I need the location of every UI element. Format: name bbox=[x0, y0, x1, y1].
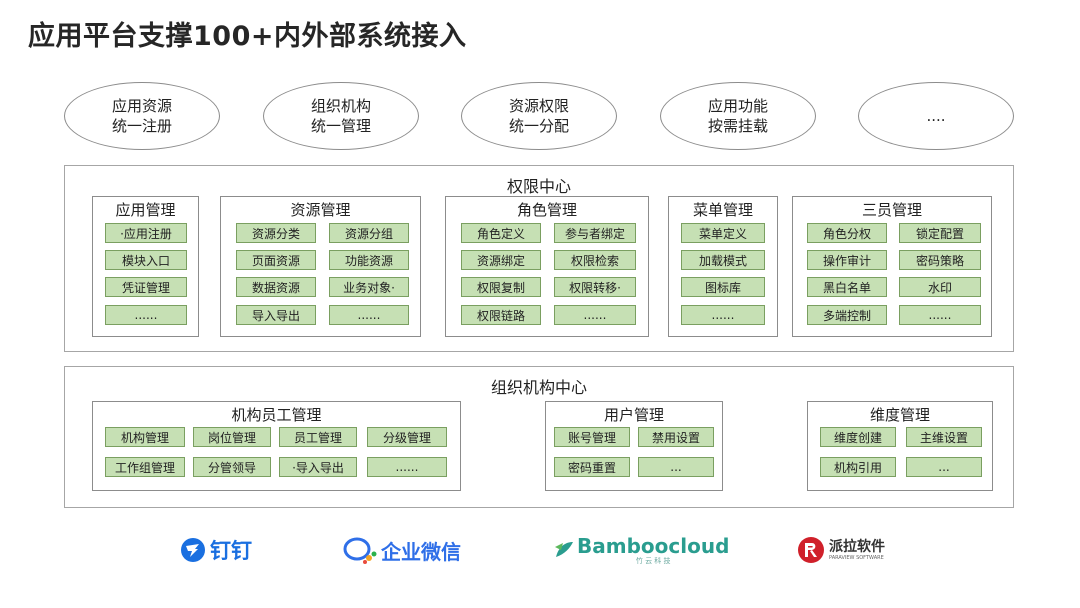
item-account-management: 账号管理 bbox=[554, 427, 630, 447]
item-org-management: 机构管理 bbox=[105, 427, 185, 447]
item-more: ...... bbox=[899, 305, 981, 325]
item-more: ... bbox=[638, 457, 714, 477]
group-resource-management: 资源管理 资源分类 资源分组 页面资源 功能资源 数据资源 业务对象· 导入导出… bbox=[220, 196, 421, 337]
ellipse-line2: 统一管理 bbox=[310, 117, 371, 135]
item-more: ... bbox=[906, 457, 982, 477]
logo-bamboocloud: Bamboocloud 竹 云 科 技 bbox=[553, 532, 729, 568]
page-title: 应用平台支撑100+内外部系统接入 bbox=[28, 21, 467, 52]
paila-text: 派拉软件 bbox=[829, 538, 885, 555]
ellipse-app-resource: 应用资源 统一注册 bbox=[64, 82, 220, 150]
item-watermark: 水印 bbox=[899, 277, 981, 297]
item-icon-library: 图标库 bbox=[681, 277, 765, 297]
bamboo-leaf-icon bbox=[555, 542, 573, 557]
group-title: 菜单管理 bbox=[692, 201, 753, 219]
paila-subtext: PARAVIEW SOFTWARE bbox=[829, 554, 884, 561]
logo-wecom: 企业微信 bbox=[343, 532, 461, 568]
ellipse-resource-permission: 资源权限 统一分配 bbox=[461, 82, 617, 150]
bamboocloud-text: Bamboocloud bbox=[577, 533, 730, 558]
item-more: ...... bbox=[367, 457, 447, 477]
item-black-white-list: 黑白名单 bbox=[807, 277, 887, 297]
item-app-register: ·应用注册 bbox=[105, 223, 187, 243]
item-operation-audit: 操作审计 bbox=[807, 250, 887, 270]
ellipse-line1: 资源权限 bbox=[508, 97, 569, 115]
item-resource-group: 资源分组 bbox=[329, 223, 409, 243]
ellipse-line1: 应用功能 bbox=[707, 97, 768, 115]
org-center-title: 组织机构中心 bbox=[490, 378, 587, 397]
item-workgroup-management: 工作组管理 bbox=[105, 457, 185, 477]
permission-center-panel: 权限中心 应用管理 ·应用注册 模块入口 凭证管理 ...... 资源管理 资源… bbox=[64, 165, 1014, 352]
item-dimension-create: 维度创建 bbox=[820, 427, 896, 447]
ellipse-line2: 按需挂载 bbox=[707, 117, 768, 135]
group-org-employee-management: 机构员工管理 机构管理 岗位管理 员工管理 分级管理 工作组管理 分管领导 ·导… bbox=[92, 401, 461, 491]
item-import-export: 导入导出 bbox=[236, 305, 316, 325]
group-role-management: 角色管理 角色定义 参与者绑定 资源绑定 权限检索 权限复制 权限转移· 权限链… bbox=[445, 196, 649, 337]
group-title: 三员管理 bbox=[861, 201, 922, 219]
group-menu-management: 菜单管理 菜单定义 加载模式 图标库 ...... bbox=[668, 196, 778, 337]
paila-icon bbox=[798, 537, 824, 563]
item-module-entry: 模块入口 bbox=[105, 250, 187, 270]
wecom-text: 企业微信 bbox=[381, 539, 461, 564]
ellipse-line1: 组织机构 bbox=[310, 97, 371, 115]
item-permission-chain: 权限链路 bbox=[461, 305, 541, 325]
ellipse-org: 组织机构 统一管理 bbox=[263, 82, 419, 150]
item-employee-management: 员工管理 bbox=[279, 427, 357, 447]
item-import-export: ·导入导出 bbox=[279, 457, 357, 477]
item-permission-copy: 权限复制 bbox=[461, 277, 541, 297]
dingtalk-icon bbox=[181, 538, 205, 562]
item-credential-management: 凭证管理 bbox=[105, 277, 187, 297]
item-password-reset: 密码重置 bbox=[554, 457, 630, 477]
item-menu-definition: 菜单定义 bbox=[681, 223, 765, 243]
item-resource-category: 资源分类 bbox=[236, 223, 316, 243]
group-user-management: 用户管理 账号管理 禁用设置 密码重置 ... bbox=[545, 401, 723, 491]
item-supervising-leader: 分管领导 bbox=[193, 457, 271, 477]
item-post-management: 岗位管理 bbox=[193, 427, 271, 447]
ellipse-line1: .... bbox=[926, 107, 946, 125]
ellipse-more: .... bbox=[858, 82, 1014, 150]
logo-dingtalk: 钉钉 bbox=[180, 532, 252, 568]
item-participant-binding: 参与者绑定 bbox=[554, 223, 636, 243]
ellipse-app-function: 应用功能 按需挂载 bbox=[660, 82, 816, 150]
item-business-object: 业务对象· bbox=[329, 277, 409, 297]
item-disable-setting: 禁用设置 bbox=[638, 427, 714, 447]
item-role-separation: 角色分权 bbox=[807, 223, 887, 243]
group-dimension-management: 维度管理 维度创建 主维设置 机构引用 ... bbox=[807, 401, 993, 491]
item-data-resource: 数据资源 bbox=[236, 277, 316, 297]
item-more: ...... bbox=[105, 305, 187, 325]
group-three-admin-management: 三员管理 角色分权 锁定配置 操作审计 密码策略 黑白名单 水印 多端控制 ..… bbox=[792, 196, 992, 337]
item-lock-config: 锁定配置 bbox=[899, 223, 981, 243]
dingtalk-text: 钉钉 bbox=[210, 539, 252, 563]
wecom-icon bbox=[343, 537, 377, 564]
bamboocloud-subtext: 竹 云 科 技 bbox=[635, 556, 671, 565]
item-more: ...... bbox=[329, 305, 409, 325]
item-permission-transfer: 权限转移· bbox=[554, 277, 636, 297]
item-page-resource: 页面资源 bbox=[236, 250, 316, 270]
item-resource-binding: 资源绑定 bbox=[461, 250, 541, 270]
item-permission-search: 权限检索 bbox=[554, 250, 636, 270]
item-load-mode: 加载模式 bbox=[681, 250, 765, 270]
item-function-resource: 功能资源 bbox=[329, 250, 409, 270]
group-title: 角色管理 bbox=[516, 201, 577, 219]
group-app-management: 应用管理 ·应用注册 模块入口 凭证管理 ...... bbox=[92, 196, 199, 337]
group-title: 机构员工管理 bbox=[231, 406, 322, 424]
item-org-reference: 机构引用 bbox=[820, 457, 896, 477]
org-center-panel: 组织机构中心 机构员工管理 机构管理 岗位管理 员工管理 分级管理 工作组管理 … bbox=[64, 366, 1014, 508]
group-title: 用户管理 bbox=[603, 406, 664, 424]
item-level-management: 分级管理 bbox=[367, 427, 447, 447]
ellipse-line1: 应用资源 bbox=[111, 97, 172, 115]
item-more: ...... bbox=[554, 305, 636, 325]
logo-paila: 派拉软件 PARAVIEW SOFTWARE bbox=[797, 532, 885, 568]
permission-center-title: 权限中心 bbox=[506, 177, 571, 196]
item-role-definition: 角色定义 bbox=[461, 223, 541, 243]
group-title: 应用管理 bbox=[115, 201, 176, 219]
item-primary-dimension-setting: 主维设置 bbox=[906, 427, 982, 447]
ellipse-line2: 统一注册 bbox=[111, 117, 172, 135]
item-multi-terminal-control: 多端控制 bbox=[807, 305, 887, 325]
group-title: 资源管理 bbox=[290, 201, 351, 219]
item-more: ...... bbox=[681, 305, 765, 325]
ellipse-line2: 统一分配 bbox=[508, 117, 569, 135]
group-title: 维度管理 bbox=[869, 406, 930, 424]
item-password-policy: 密码策略 bbox=[899, 250, 981, 270]
